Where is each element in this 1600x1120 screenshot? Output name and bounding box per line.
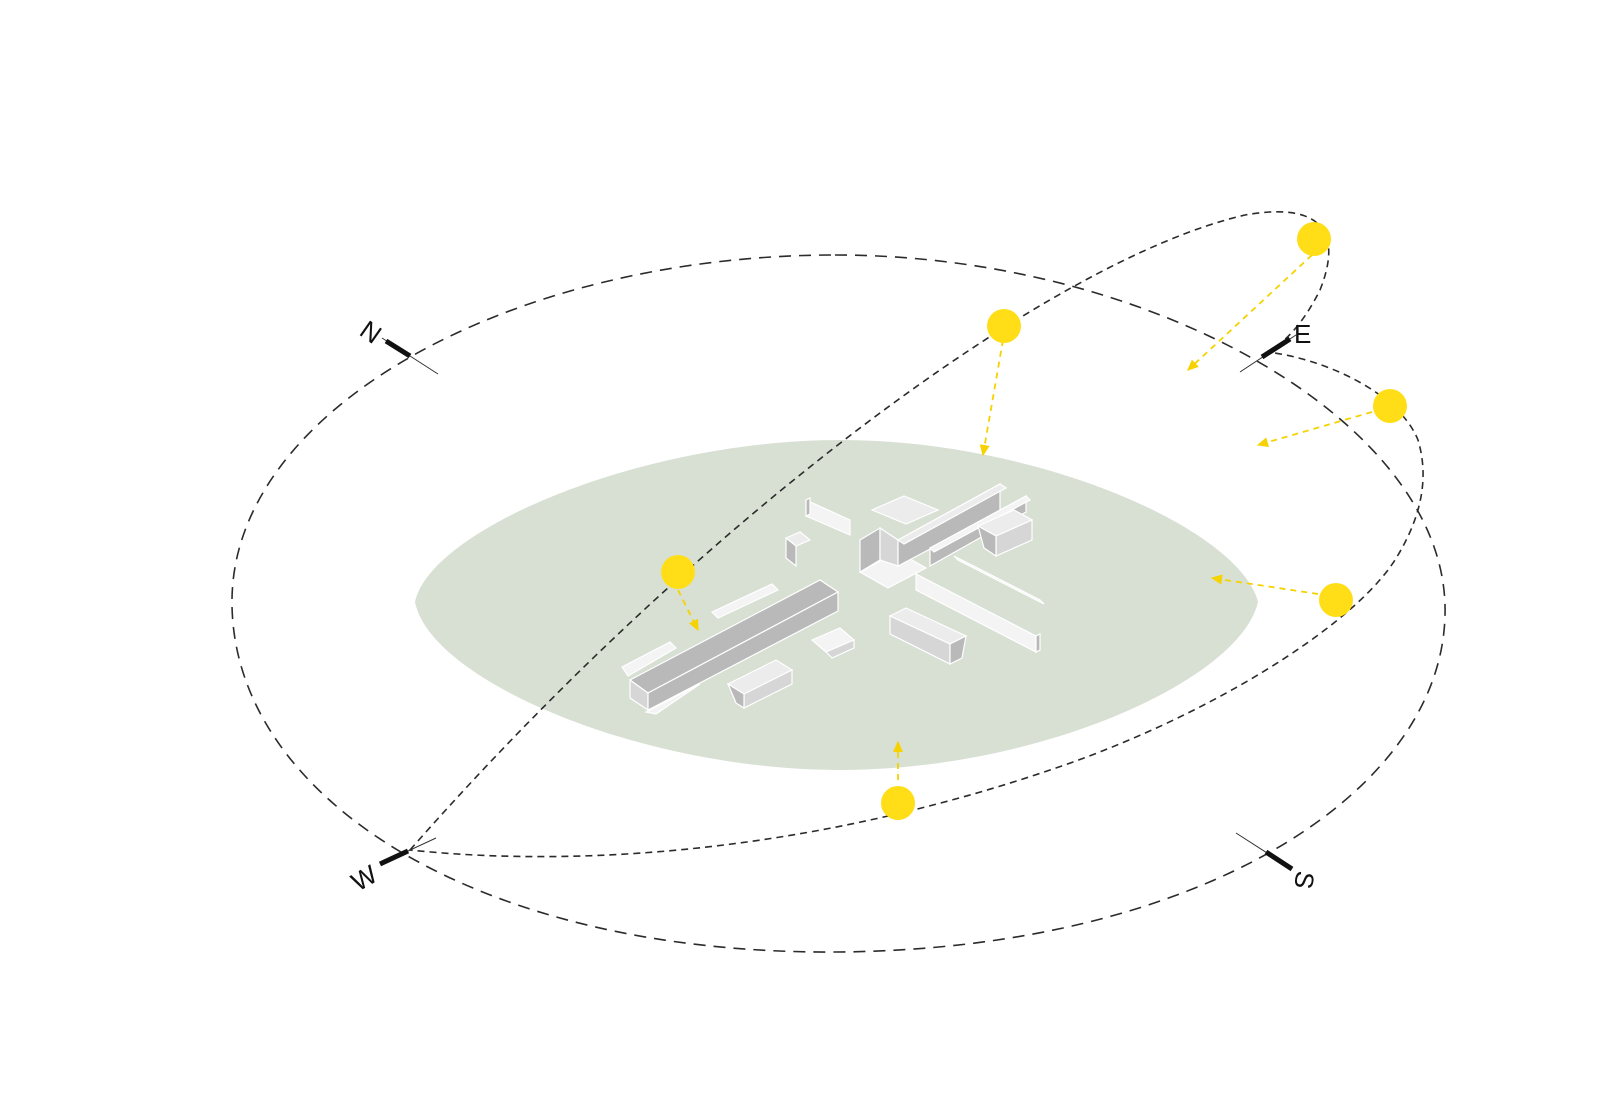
sun-ray-arrow bbox=[979, 339, 1004, 457]
sun-icon bbox=[987, 309, 1021, 343]
building-cluster bbox=[621, 482, 1045, 715]
compass-label-west: W bbox=[346, 859, 383, 897]
sun-ray-arrow bbox=[1210, 574, 1319, 595]
horizon-orbit bbox=[231, 254, 1446, 953]
sun-path-orbit bbox=[408, 211, 1424, 858]
compass-south: S bbox=[1235, 832, 1321, 891]
compass-east: E bbox=[1239, 319, 1311, 373]
sun-icon bbox=[1319, 583, 1353, 617]
sun-rays bbox=[677, 254, 1373, 780]
compass-label-north: N bbox=[355, 314, 388, 349]
sun-icon bbox=[881, 786, 915, 820]
compass-north: N bbox=[355, 314, 439, 375]
compass-label-east: E bbox=[1294, 319, 1311, 349]
sun-ray-arrow bbox=[1187, 254, 1313, 371]
sun-icon bbox=[1297, 222, 1331, 256]
sun-icon bbox=[1373, 389, 1407, 423]
sun-icon bbox=[661, 555, 695, 589]
sun-ray-arrow bbox=[677, 589, 699, 632]
suns bbox=[661, 222, 1407, 820]
compass-west: W bbox=[346, 837, 437, 897]
sun-ray-arrow bbox=[1256, 411, 1373, 448]
compass-label-south: S bbox=[1288, 869, 1321, 891]
